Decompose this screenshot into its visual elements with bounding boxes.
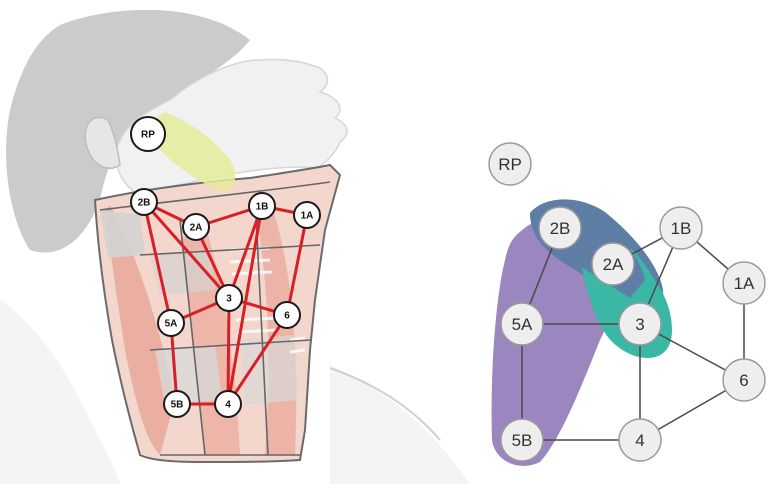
anatomy-node-RP: RP [130, 116, 166, 152]
anatomy-edge-1B-4 [226, 205, 264, 405]
anatomy-node-label: 1A [301, 211, 314, 222]
anatomy-edge-4-6 [226, 314, 289, 405]
graph-node-3: 3 [618, 302, 662, 346]
graph-node-5B: 5B [500, 418, 544, 462]
anatomy-edge-2B-5A [142, 201, 173, 324]
anatomy-node-3: 3 [215, 284, 243, 312]
anatomy-node-label: 2A [190, 223, 203, 234]
graph-node-label: 5B [512, 431, 533, 450]
anatomy-node-1B: 1B [248, 192, 276, 220]
anatomy-nodes: RP 2B 2A 1B 1A 3 5A 6 5B 4 [130, 116, 321, 418]
anatomy-edge-3-4 [226, 297, 231, 405]
schematic-graph: RP 2B 2A 1B 1A 5A 3 6 5B 4 [488, 142, 766, 466]
anatomy-edge-2B-3 [142, 201, 231, 299]
anatomy-node-1A: 1A [293, 201, 321, 229]
anatomy-node-label: 5A [165, 319, 178, 330]
anatomy-node-6: 6 [273, 301, 301, 329]
graph-node-label: RP [498, 155, 522, 174]
anatomy-node-label: 2B [138, 198, 151, 209]
graph-node-2A: 2A [591, 242, 635, 286]
anatomy-node-5B: 5B [163, 390, 191, 418]
graph-node-label: 2A [603, 255, 624, 274]
anatomy-node-2B: 2B [130, 188, 158, 216]
collar-line [329, 367, 441, 441]
graph-node-6: 6 [722, 358, 766, 402]
head-neck-illustration: RP 2B 2A 1B 1A 3 5A 6 5B 4 [0, 9, 780, 484]
graph-node-label: 6 [739, 371, 748, 390]
graph-nodes: RP 2B 2A 1B 1A 5A 3 6 5B 4 [488, 142, 766, 462]
anatomy-node-label: 6 [284, 311, 290, 322]
graph-node-label: 5A [512, 315, 533, 334]
anatomy-node-2A: 2A [182, 213, 210, 241]
graph-node-1B: 1B [659, 206, 703, 250]
anatomy-edge-1A-6 [285, 214, 309, 316]
anatomy-node-label: 5B [171, 400, 184, 411]
graph-node-RP: RP [488, 142, 532, 186]
anatomy-node-label: 3 [226, 294, 232, 305]
anatomy-edge-1B-3 [227, 205, 264, 299]
gray-panel-2 [150, 250, 215, 295]
graph-node-label: 3 [635, 315, 644, 334]
rp-highlight [152, 112, 236, 192]
graph-node-2B: 2B [538, 206, 582, 250]
anatomy-node-label: 1B [256, 202, 269, 213]
gray-panel-1 [100, 210, 145, 258]
graph-node-1A: 1A [722, 261, 766, 305]
sternocleidomastoid-band [105, 205, 175, 455]
anatomy-node-5A: 5A [157, 309, 185, 337]
ear-shape [84, 116, 121, 169]
graph-node-label: 1A [734, 274, 755, 293]
anatomy-node-label: RP [141, 130, 155, 141]
gray-panel-3 [155, 345, 222, 405]
graph-node-label: 1B [671, 219, 692, 238]
graph-node-label: 2B [550, 219, 571, 238]
gray-panel-4 [240, 335, 298, 405]
graph-node-5A: 5A [500, 302, 544, 346]
anatomy-node-4: 4 [214, 390, 242, 418]
anatomy-node-label: 4 [225, 400, 231, 411]
shoulder-shape [0, 300, 780, 484]
graph-node-label: 4 [635, 431, 644, 450]
graph-node-4: 4 [618, 418, 662, 462]
